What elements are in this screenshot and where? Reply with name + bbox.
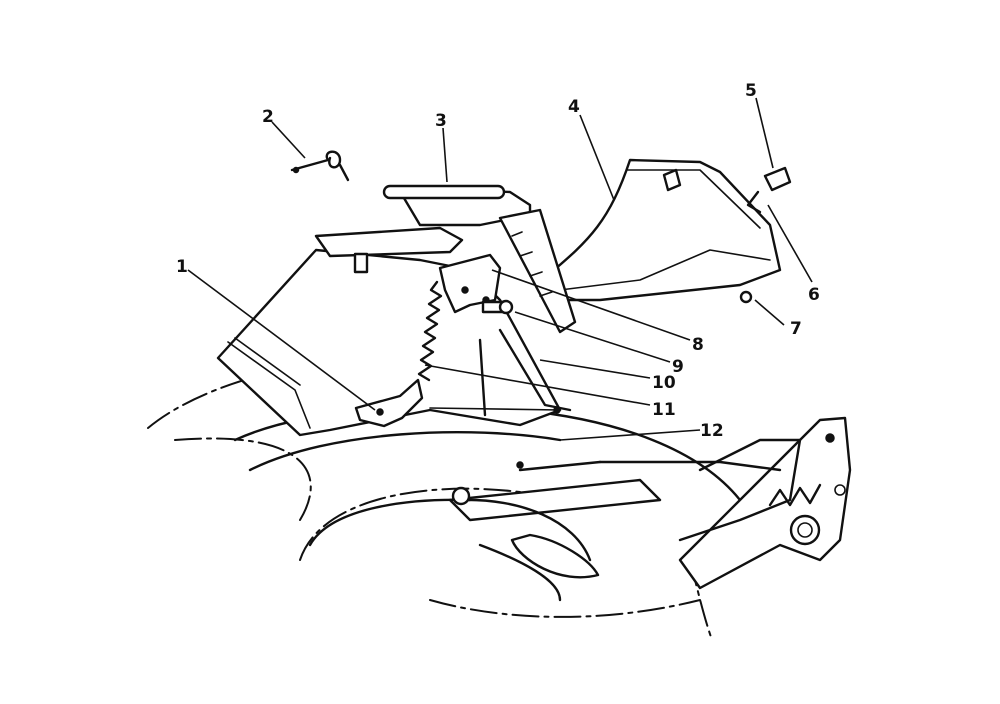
callout-12: 12 bbox=[700, 421, 724, 441]
part-11-spring-anchor bbox=[354, 378, 424, 428]
support-stand bbox=[478, 328, 572, 417]
mower-deck-housing bbox=[147, 351, 852, 641]
callout-11: 11 bbox=[652, 400, 676, 420]
callout-5: 5 bbox=[745, 81, 757, 101]
callout-3: 3 bbox=[435, 111, 447, 131]
callout-1: 1 bbox=[176, 257, 188, 277]
callout-7: 7 bbox=[790, 319, 802, 339]
part-4-grass-chute bbox=[546, 158, 782, 302]
part-5-handle bbox=[746, 166, 792, 214]
part-2-torsion-spring bbox=[290, 150, 350, 182]
part-9-bolt bbox=[481, 299, 514, 315]
callout-2: 2 bbox=[262, 107, 274, 127]
part-3-door-assembly bbox=[314, 184, 577, 334]
part-7-screw bbox=[739, 290, 753, 304]
part-10-spring bbox=[417, 280, 443, 382]
callout-labels: 1 2 3 4 5 6 7 8 9 10 11 12 bbox=[176, 81, 820, 441]
callout-8: 8 bbox=[692, 335, 704, 355]
callout-6: 6 bbox=[808, 285, 820, 305]
callout-4: 4 bbox=[568, 97, 580, 117]
callout-10: 10 bbox=[652, 373, 676, 393]
leader-lines bbox=[187, 97, 813, 441]
callout-9: 9 bbox=[672, 357, 684, 377]
